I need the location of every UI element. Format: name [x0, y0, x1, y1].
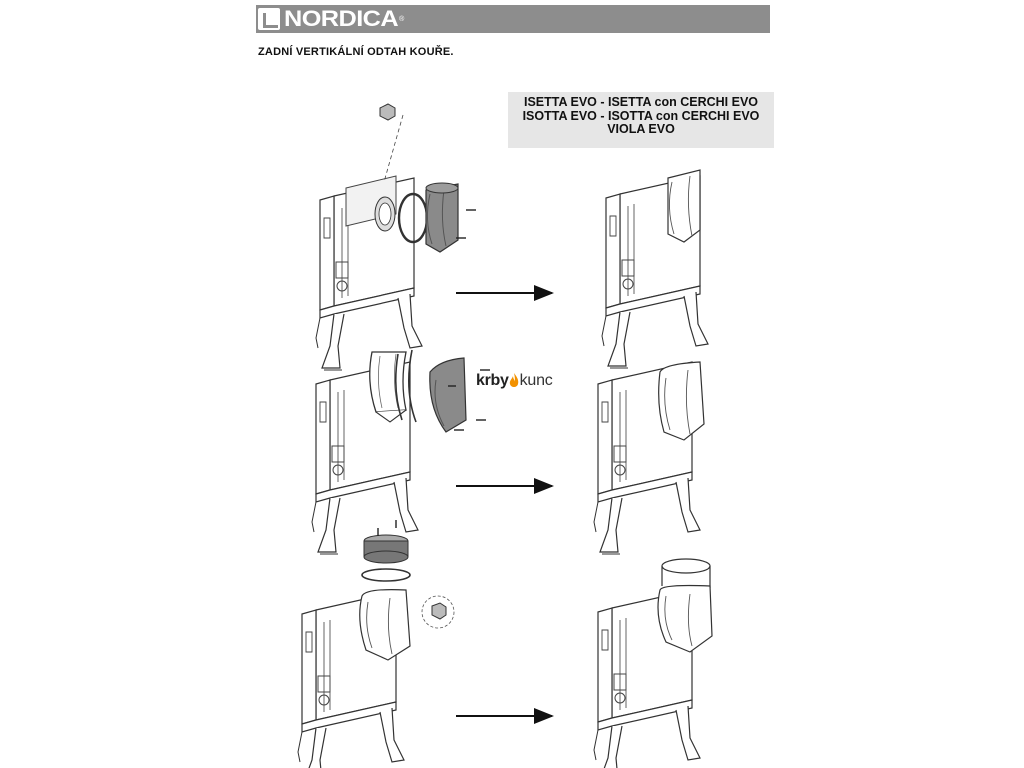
model-list-box: ISETTA EVO - ISETTA con CERCHI EVO ISOTT… [508, 92, 774, 148]
step-1-exploded-view [315, 103, 476, 371]
logo-mark-icon [258, 8, 280, 30]
header-bar [256, 5, 770, 33]
logo-registered-mark: ® [399, 15, 405, 23]
brand-part-1: krby [476, 372, 509, 389]
model-line-1: ISETTA EVO - ISETTA con CERCHI EVO [523, 95, 759, 109]
step-3-exploded-view [297, 520, 455, 768]
krbykunc-watermark: krby kunc [476, 372, 553, 390]
step-2-result-view [593, 361, 705, 555]
step-2-exploded-view [311, 349, 490, 555]
model-line-3: VIOLA EVO [607, 122, 675, 136]
flame-icon [509, 373, 519, 389]
page-title: ZADNÍ VERTIKÁLNÍ ODTAH KOUŘE. [258, 46, 454, 58]
step-1-result-view [601, 169, 709, 369]
step-3-result-view [593, 558, 713, 768]
model-line-2: ISOTTA EVO - ISOTTA con CERCHI EVO [522, 108, 760, 123]
nordica-logo: NORDICA ® [258, 6, 405, 31]
brand-part-2: kunc [519, 372, 553, 389]
logo-text: NORDICA [284, 6, 399, 31]
